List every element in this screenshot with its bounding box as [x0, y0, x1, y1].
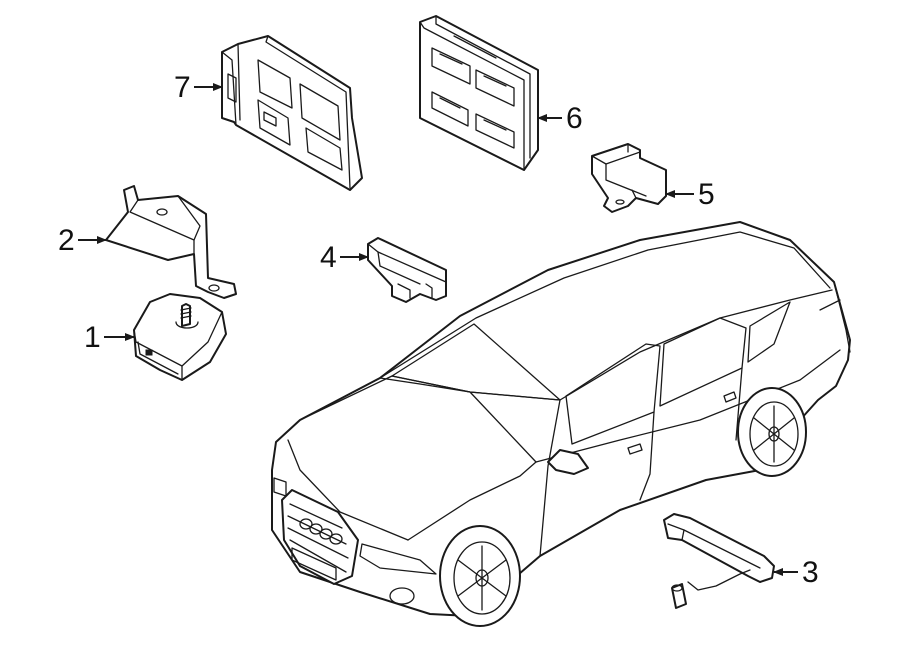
- callout-3: 3: [773, 556, 819, 589]
- part-4-antenna-module[interactable]: [367, 237, 447, 303]
- callout-1: 1: [84, 321, 135, 354]
- part-7-control-module[interactable]: [221, 35, 363, 191]
- callout-7: 7: [174, 71, 223, 104]
- callout-1-label: 1: [84, 321, 101, 354]
- callout-4: 4: [320, 241, 369, 274]
- callout-7-label: 7: [174, 71, 191, 104]
- part-5-sensor-module[interactable]: [591, 143, 667, 213]
- callout-2: 2: [58, 224, 107, 257]
- part-1-alarm-horn[interactable]: [133, 293, 227, 381]
- callout-6-label: 6: [566, 102, 583, 135]
- part-2-bracket[interactable]: [105, 185, 237, 299]
- vehicle-illustration: [271, 221, 851, 627]
- callout-2-label: 2: [58, 224, 75, 257]
- callout-3-label: 3: [802, 556, 819, 589]
- part-6-control-module[interactable]: [419, 15, 539, 171]
- callout-5-label: 5: [698, 178, 715, 211]
- callout-6: 6: [537, 102, 583, 135]
- callout-4-label: 4: [320, 241, 337, 274]
- part-3-sensor-with-wire[interactable]: [663, 513, 775, 609]
- callout-5: 5: [665, 178, 715, 211]
